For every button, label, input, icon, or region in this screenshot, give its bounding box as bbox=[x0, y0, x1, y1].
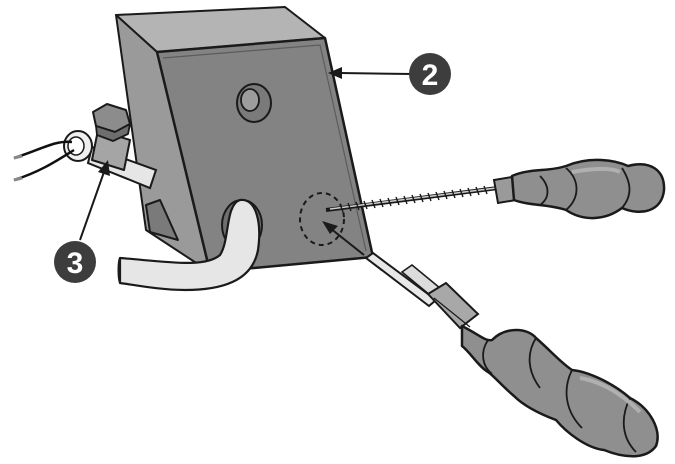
callout-badge-3: 3 bbox=[54, 241, 96, 283]
knockout-hole-top bbox=[237, 84, 271, 122]
callout-label-3: 3 bbox=[67, 247, 84, 280]
screwdriver-lower bbox=[366, 253, 658, 456]
arrow-callout-2 bbox=[328, 67, 412, 79]
arrow-callout-3 bbox=[80, 160, 110, 240]
screwdriver-upper bbox=[326, 160, 664, 218]
callout-label-2: 2 bbox=[422, 59, 439, 92]
callout-badge-2: 2 bbox=[409, 53, 451, 95]
